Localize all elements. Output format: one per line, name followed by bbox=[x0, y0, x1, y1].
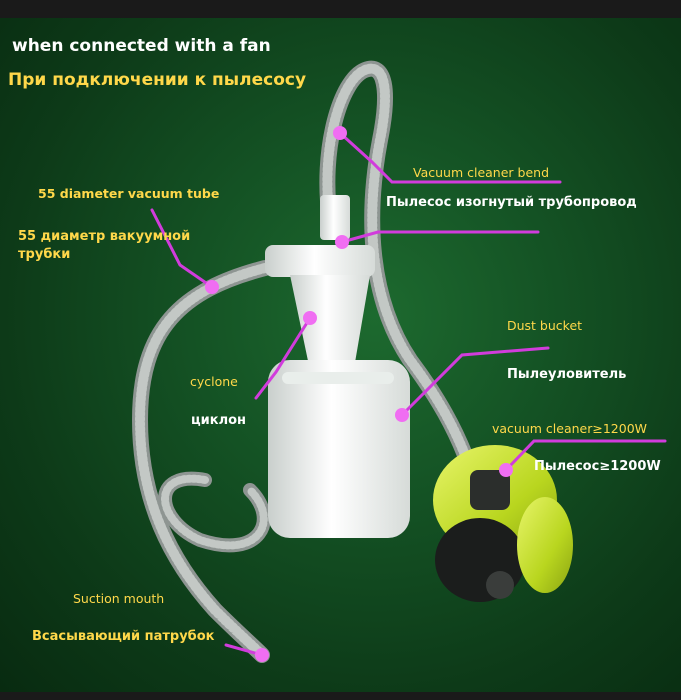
callout-dots bbox=[205, 126, 513, 662]
cyclone-cone bbox=[290, 275, 370, 380]
bottom-bar bbox=[0, 692, 681, 700]
label-suction-en: Suction mouth bbox=[73, 591, 165, 606]
label-cyclone-en: cyclone bbox=[190, 374, 238, 389]
dust-bucket bbox=[268, 360, 410, 538]
label-tube-ru-line2: трубки bbox=[18, 247, 71, 262]
label-vacuum-en: vacuum cleaner≥1200W bbox=[492, 421, 648, 436]
label-tube-ru-line1: 55 диаметр вакуумной bbox=[18, 229, 191, 244]
heading-russian: При подключении к пылесосу bbox=[8, 70, 307, 90]
label-cyclone-ru: циклон bbox=[191, 413, 247, 428]
label-tube-en: 55 diameter vacuum tube bbox=[38, 186, 220, 201]
vacuum-tube-connector bbox=[320, 195, 350, 240]
top-bar bbox=[0, 0, 681, 18]
label-dust-ru: Пылеуловитель bbox=[507, 367, 627, 382]
cyclone-top bbox=[265, 245, 375, 277]
label-bend-ru: Пылесос изогнутый трубопровод bbox=[386, 195, 637, 210]
label-suction-ru: Всасывающий патрубок bbox=[32, 629, 215, 644]
label-dust-en: Dust bucket bbox=[507, 318, 583, 333]
heading-english: when connected with a fan bbox=[12, 36, 271, 56]
label-bend-en: Vacuum cleaner bend bbox=[413, 165, 550, 180]
callout-lines bbox=[150, 131, 667, 657]
label-vacuum-ru: Пылесос≥1200W bbox=[534, 459, 661, 474]
